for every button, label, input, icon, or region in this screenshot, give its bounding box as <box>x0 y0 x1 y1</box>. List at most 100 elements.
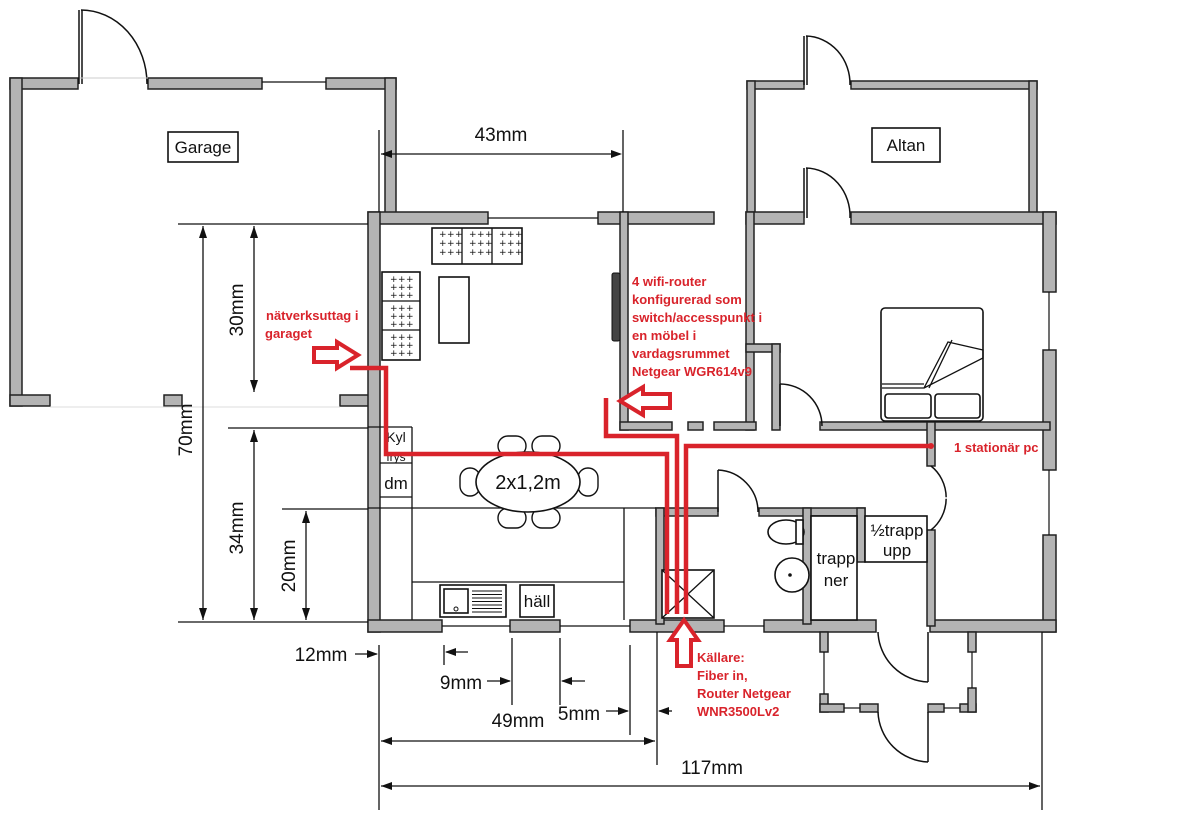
cushion-dot: + <box>406 349 414 359</box>
cushion-dot: + <box>515 230 523 240</box>
wifi-line-6: Netgear WGR614v9 <box>632 364 752 379</box>
cushion-dot: + <box>469 230 477 240</box>
altan-label-box <box>871 127 941 163</box>
garage-outlet-note: nätverksuttag i garaget <box>265 308 358 341</box>
dim-49mm: 49mm <box>492 711 545 732</box>
cushion-dot: + <box>398 275 406 285</box>
dim-34mm: 34mm <box>227 502 248 555</box>
cushion-dot: + <box>398 312 406 322</box>
garage-walls <box>9 77 397 407</box>
cushion-dot: + <box>398 333 406 343</box>
washbasin-icon <box>774 557 810 593</box>
cushion-dot: + <box>406 333 414 343</box>
basement-note: Källare: Fiber in, Router Netgear WNR350… <box>697 650 791 719</box>
cushion-dot: + <box>390 283 398 293</box>
dim-12mm: 12mm <box>295 645 348 666</box>
sink-icon <box>439 584 507 618</box>
cushion-dot: + <box>439 248 447 258</box>
wifi-router-arrow <box>616 383 672 419</box>
dim-5mm: 5mm <box>558 704 600 725</box>
garage-outlet-arrow <box>312 338 362 372</box>
stationary-pc-note: 1 stationär pc <box>954 440 1039 455</box>
cushion-dot: + <box>455 239 463 249</box>
dimension-lines <box>178 130 1043 810</box>
garage-outlet-line-2: garaget <box>265 326 313 341</box>
cushion-dot: + <box>406 320 414 330</box>
stove-label: häll <box>524 592 550 611</box>
network-cables <box>350 365 934 614</box>
cushion-dot: + <box>447 230 455 240</box>
stairs-down <box>810 515 858 621</box>
cushion-dot: + <box>469 239 477 249</box>
wifi-line-2: konfigurerad som <box>632 292 742 307</box>
table-label: 2x1,2m <box>495 472 561 494</box>
house-walls <box>367 211 1057 713</box>
altan-doors <box>803 35 851 219</box>
cushion-dot: + <box>477 230 485 240</box>
dim-9mm: 9mm <box>440 673 482 694</box>
cushion-dot: + <box>499 230 507 240</box>
cushion-dot: + <box>398 349 406 359</box>
cushion-dot: + <box>455 230 463 240</box>
fridge-label: Kyl <box>386 429 405 445</box>
cushion-dot: + <box>447 239 455 249</box>
garage-label-box <box>167 131 239 163</box>
cushion-dot: + <box>398 320 406 330</box>
dishwasher-label: dm <box>384 474 408 493</box>
cushion-dot: + <box>390 333 398 343</box>
stairs-up-label-2: upp <box>883 541 911 560</box>
cushion-dot: + <box>406 341 414 351</box>
tv-icon <box>611 272 621 342</box>
dining-table <box>459 435 599 529</box>
cushion-dot: + <box>485 248 493 258</box>
cushion-dot: + <box>406 291 414 301</box>
chair <box>577 467 599 497</box>
stove-box <box>519 584 555 618</box>
house-windows <box>442 217 1050 709</box>
altan-label: Altan <box>887 136 926 155</box>
coffee-table <box>438 276 470 344</box>
dim-70mm: 70mm <box>176 404 197 457</box>
dim-30mm: 30mm <box>227 284 248 337</box>
wifi-router-note: 4 wifi-router konfigurerad som switch/ac… <box>632 274 762 379</box>
basement-line-4: WNR3500Lv2 <box>697 704 779 719</box>
cushion-dot: + <box>507 248 515 258</box>
cushion-dot: + <box>398 304 406 314</box>
wifi-line-4: en möbel i <box>632 328 696 343</box>
cushion-dot: + <box>406 312 414 322</box>
basement-line-1: Källare: <box>697 650 745 665</box>
cushion-dot: + <box>390 304 398 314</box>
cushion-dot: + <box>439 230 447 240</box>
cushion-dot: + <box>515 248 523 258</box>
basement-arrow <box>666 616 702 668</box>
cushion-dot: + <box>398 291 406 301</box>
cushion-dot: + <box>390 341 398 351</box>
cushion-dot: + <box>477 248 485 258</box>
cushion-dot: + <box>406 304 414 314</box>
stairs-up <box>864 515 928 563</box>
cushion-dot: + <box>455 248 463 258</box>
cushion-dot: + <box>515 239 523 249</box>
bed-icon <box>880 307 984 422</box>
cushion-dot: + <box>507 230 515 240</box>
garage-door <box>78 9 148 85</box>
cushion-dot: + <box>485 239 493 249</box>
cushion-dot: + <box>499 248 507 258</box>
sofa-top: +++++++++++++++++++++++++++ <box>431 227 523 265</box>
cushion-dot: + <box>469 248 477 258</box>
cushion-dot: + <box>390 291 398 301</box>
basement-line-2: Fiber in, <box>697 668 748 683</box>
wifi-line-5: vardagsrummet <box>632 346 730 361</box>
cushion-dot: + <box>390 312 398 322</box>
cushion-dot: + <box>398 283 406 293</box>
basement-line-3: Router Netgear <box>697 686 791 701</box>
cushion-dot: + <box>499 239 507 249</box>
stairs-down-label-1: trapp <box>817 549 856 568</box>
stairs-down-label-2: ner <box>824 571 849 590</box>
dim-43mm: 43mm <box>475 125 528 146</box>
cushion-dot: + <box>406 283 414 293</box>
cushion-dot: + <box>447 248 455 258</box>
cushion-dot: + <box>507 239 515 249</box>
cushion-dot: + <box>406 275 414 285</box>
